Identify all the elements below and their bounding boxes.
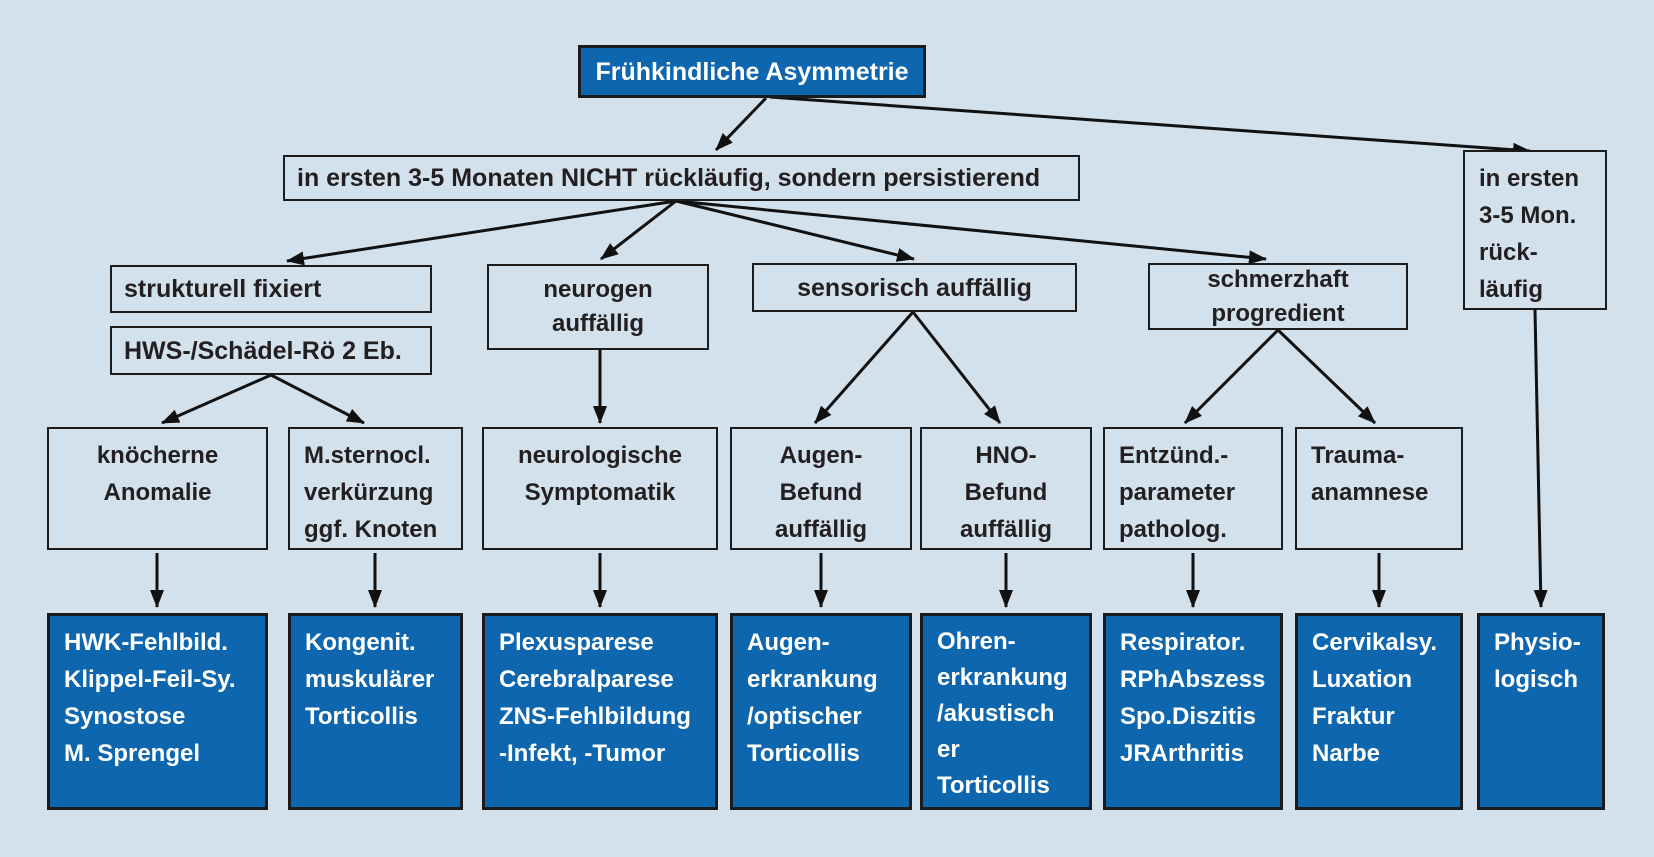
node-structural: strukturell fixiert	[110, 265, 432, 313]
node-inflammation: Entzünd.- parameter patholog.	[1103, 427, 1283, 550]
node-ent-findings: HNO- Befund auffällig	[920, 427, 1092, 550]
node-outcome-eye: Augen- erkrankung /optischer Torticollis	[730, 613, 912, 810]
node-persistent: in ersten 3-5 Monaten NICHT rückläufig, …	[283, 155, 1080, 201]
node-neuro-symptoms: neurologische Symptomatik	[482, 427, 718, 550]
node-sternocleido: M.sternocl. verkürzung ggf. Knoten	[288, 427, 463, 550]
node-outcome-neuro: Plexusparese Cerebralparese ZNS-Fehlbild…	[482, 613, 718, 810]
node-neurogenic: neurogen auffällig	[487, 264, 709, 350]
node-structural-xray: HWS-/Schädel-Rö 2 Eb.	[110, 326, 432, 375]
node-trauma: Trauma- anamnese	[1295, 427, 1463, 550]
node-eye-findings: Augen- Befund auffällig	[730, 427, 912, 550]
node-sensory: sensorisch auffällig	[752, 263, 1077, 312]
node-outcome-trauma: Cervikalsy. Luxation Fraktur Narbe	[1295, 613, 1463, 810]
node-outcome-physiologic: Physio- logisch	[1477, 613, 1605, 810]
node-outcome-ear: Ohren- erkrankung /akustisch er Torticol…	[920, 613, 1092, 810]
node-bone-anomaly: knöcherne Anomalie	[47, 427, 268, 550]
node-outcome-bone: HWK-Fehlbild. Klippel-Feil-Sy. Synostose…	[47, 613, 268, 810]
node-outcome-muscular: Kongenit. muskulärer Torticollis	[288, 613, 463, 810]
node-outcome-inflammatory: Respirator. RPhAbszess Spo.Diszitis JRAr…	[1103, 613, 1283, 810]
node-regressive: in ersten 3-5 Mon. rück- läufig	[1463, 150, 1607, 310]
node-root: Frühkindliche Asymmetrie	[578, 45, 926, 98]
node-painful: schmerzhaft progredient	[1148, 263, 1408, 330]
